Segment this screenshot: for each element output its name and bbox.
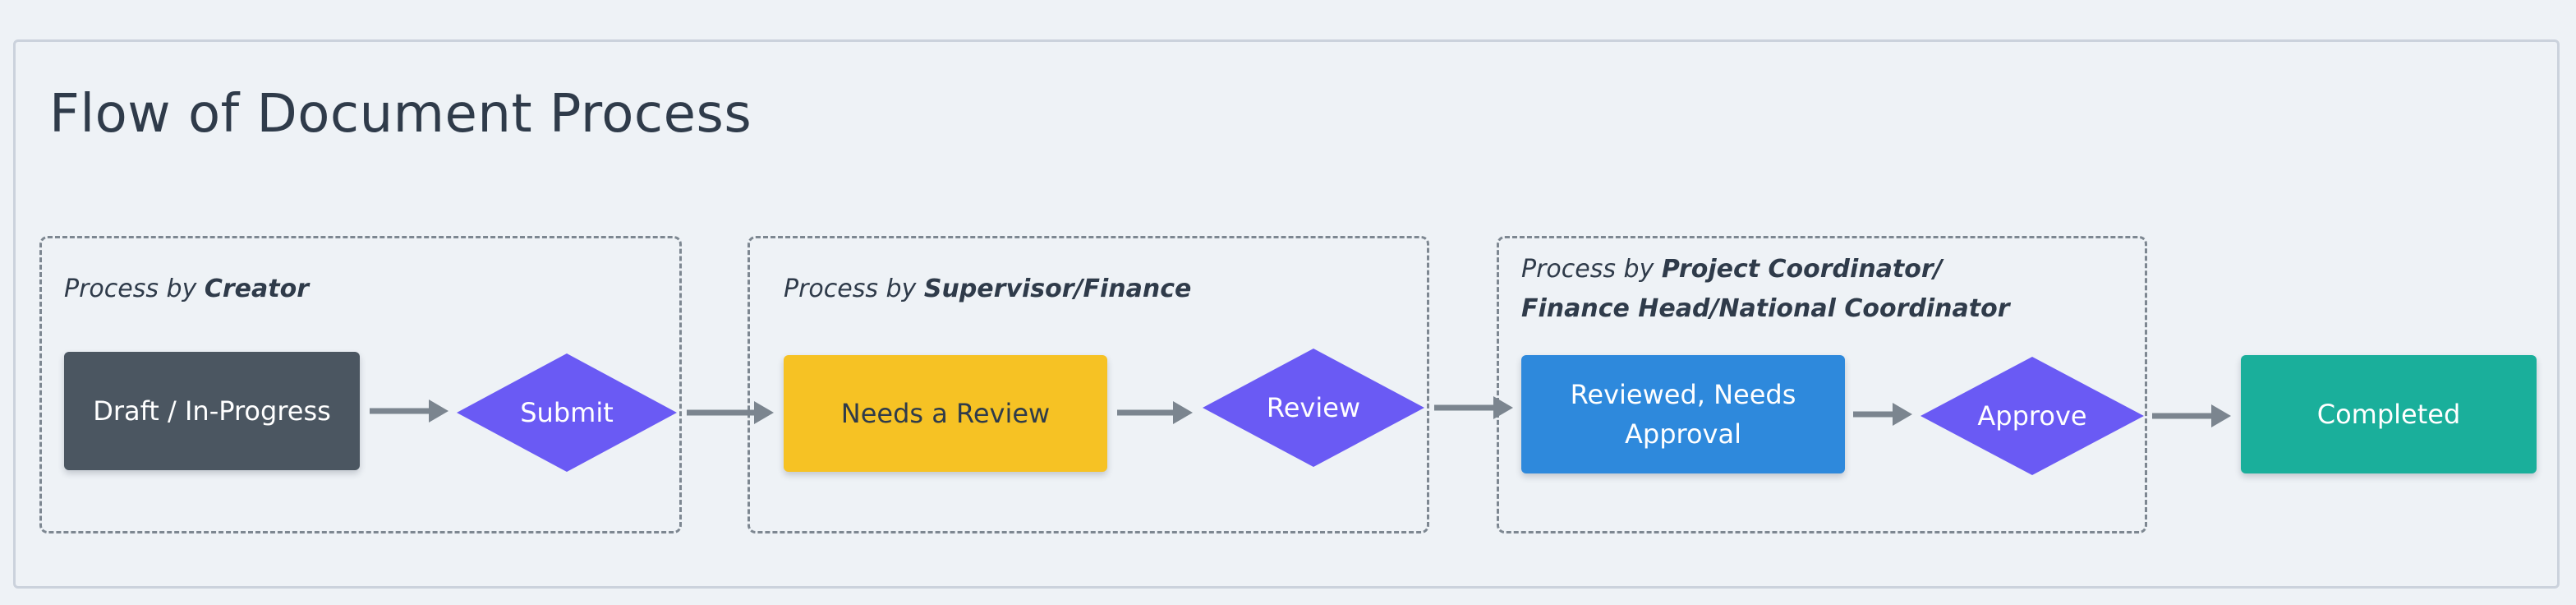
diagram-title: Flow of Document Process bbox=[49, 84, 752, 145]
arrow-draft-to-submit bbox=[370, 399, 448, 423]
group-creator-role: Creator bbox=[204, 275, 310, 303]
group-creator-prefix: Process by bbox=[64, 275, 205, 303]
diagram-frame bbox=[13, 39, 2560, 589]
arrow-review-to-reviewed bbox=[1434, 396, 1513, 419]
arrow-reviewed-to-approve bbox=[1853, 403, 1912, 426]
group-coordinator-line1: Process by Project Coordinator/ bbox=[1521, 250, 2010, 289]
arrow-submit-to-needs-review bbox=[687, 401, 774, 424]
arrow-needs-review-to-review bbox=[1117, 401, 1193, 424]
node-completed: Completed bbox=[2241, 355, 2537, 473]
group-supervisor-prefix: Process by bbox=[784, 275, 924, 303]
decision-submit-label: Submit bbox=[520, 397, 614, 428]
decision-submit-shape bbox=[457, 353, 677, 472]
group-coordinator-role-line1: Project Coordinator/ bbox=[1661, 255, 1943, 284]
group-coordinator-role-line2: Finance Head/National Coordinator bbox=[1521, 294, 2010, 323]
decision-review: Review bbox=[1201, 347, 1426, 469]
decision-approve-label: Approve bbox=[1977, 400, 2087, 432]
group-coordinator-label: Process by Project Coordinator/ Finance … bbox=[1521, 250, 2010, 329]
group-coordinator-prefix: Process by bbox=[1521, 255, 1662, 284]
group-supervisor-finance-label: Process by Supervisor/Finance bbox=[784, 270, 1191, 309]
group-coordinator-line2: Finance Head/National Coordinator bbox=[1521, 289, 2010, 329]
group-supervisor-role: Supervisor/Finance bbox=[923, 275, 1192, 303]
arrow-approve-to-completed bbox=[2152, 404, 2231, 427]
group-creator bbox=[39, 236, 682, 533]
decision-review-label: Review bbox=[1266, 392, 1361, 423]
group-supervisor-finance bbox=[748, 236, 1429, 533]
decision-approve-shape bbox=[1920, 357, 2144, 475]
node-draft: Draft / In-Progress bbox=[64, 352, 360, 470]
node-reviewed-needs-approval: Reviewed, Needs Approval bbox=[1521, 355, 1845, 473]
group-creator-label: Process by Creator bbox=[64, 270, 309, 309]
group-coordinator bbox=[1497, 236, 2147, 533]
decision-submit: Submit bbox=[455, 352, 678, 473]
node-needs-review: Needs a Review bbox=[784, 355, 1107, 472]
decision-review-shape bbox=[1203, 349, 1424, 467]
decision-approve: Approve bbox=[1919, 355, 2146, 477]
